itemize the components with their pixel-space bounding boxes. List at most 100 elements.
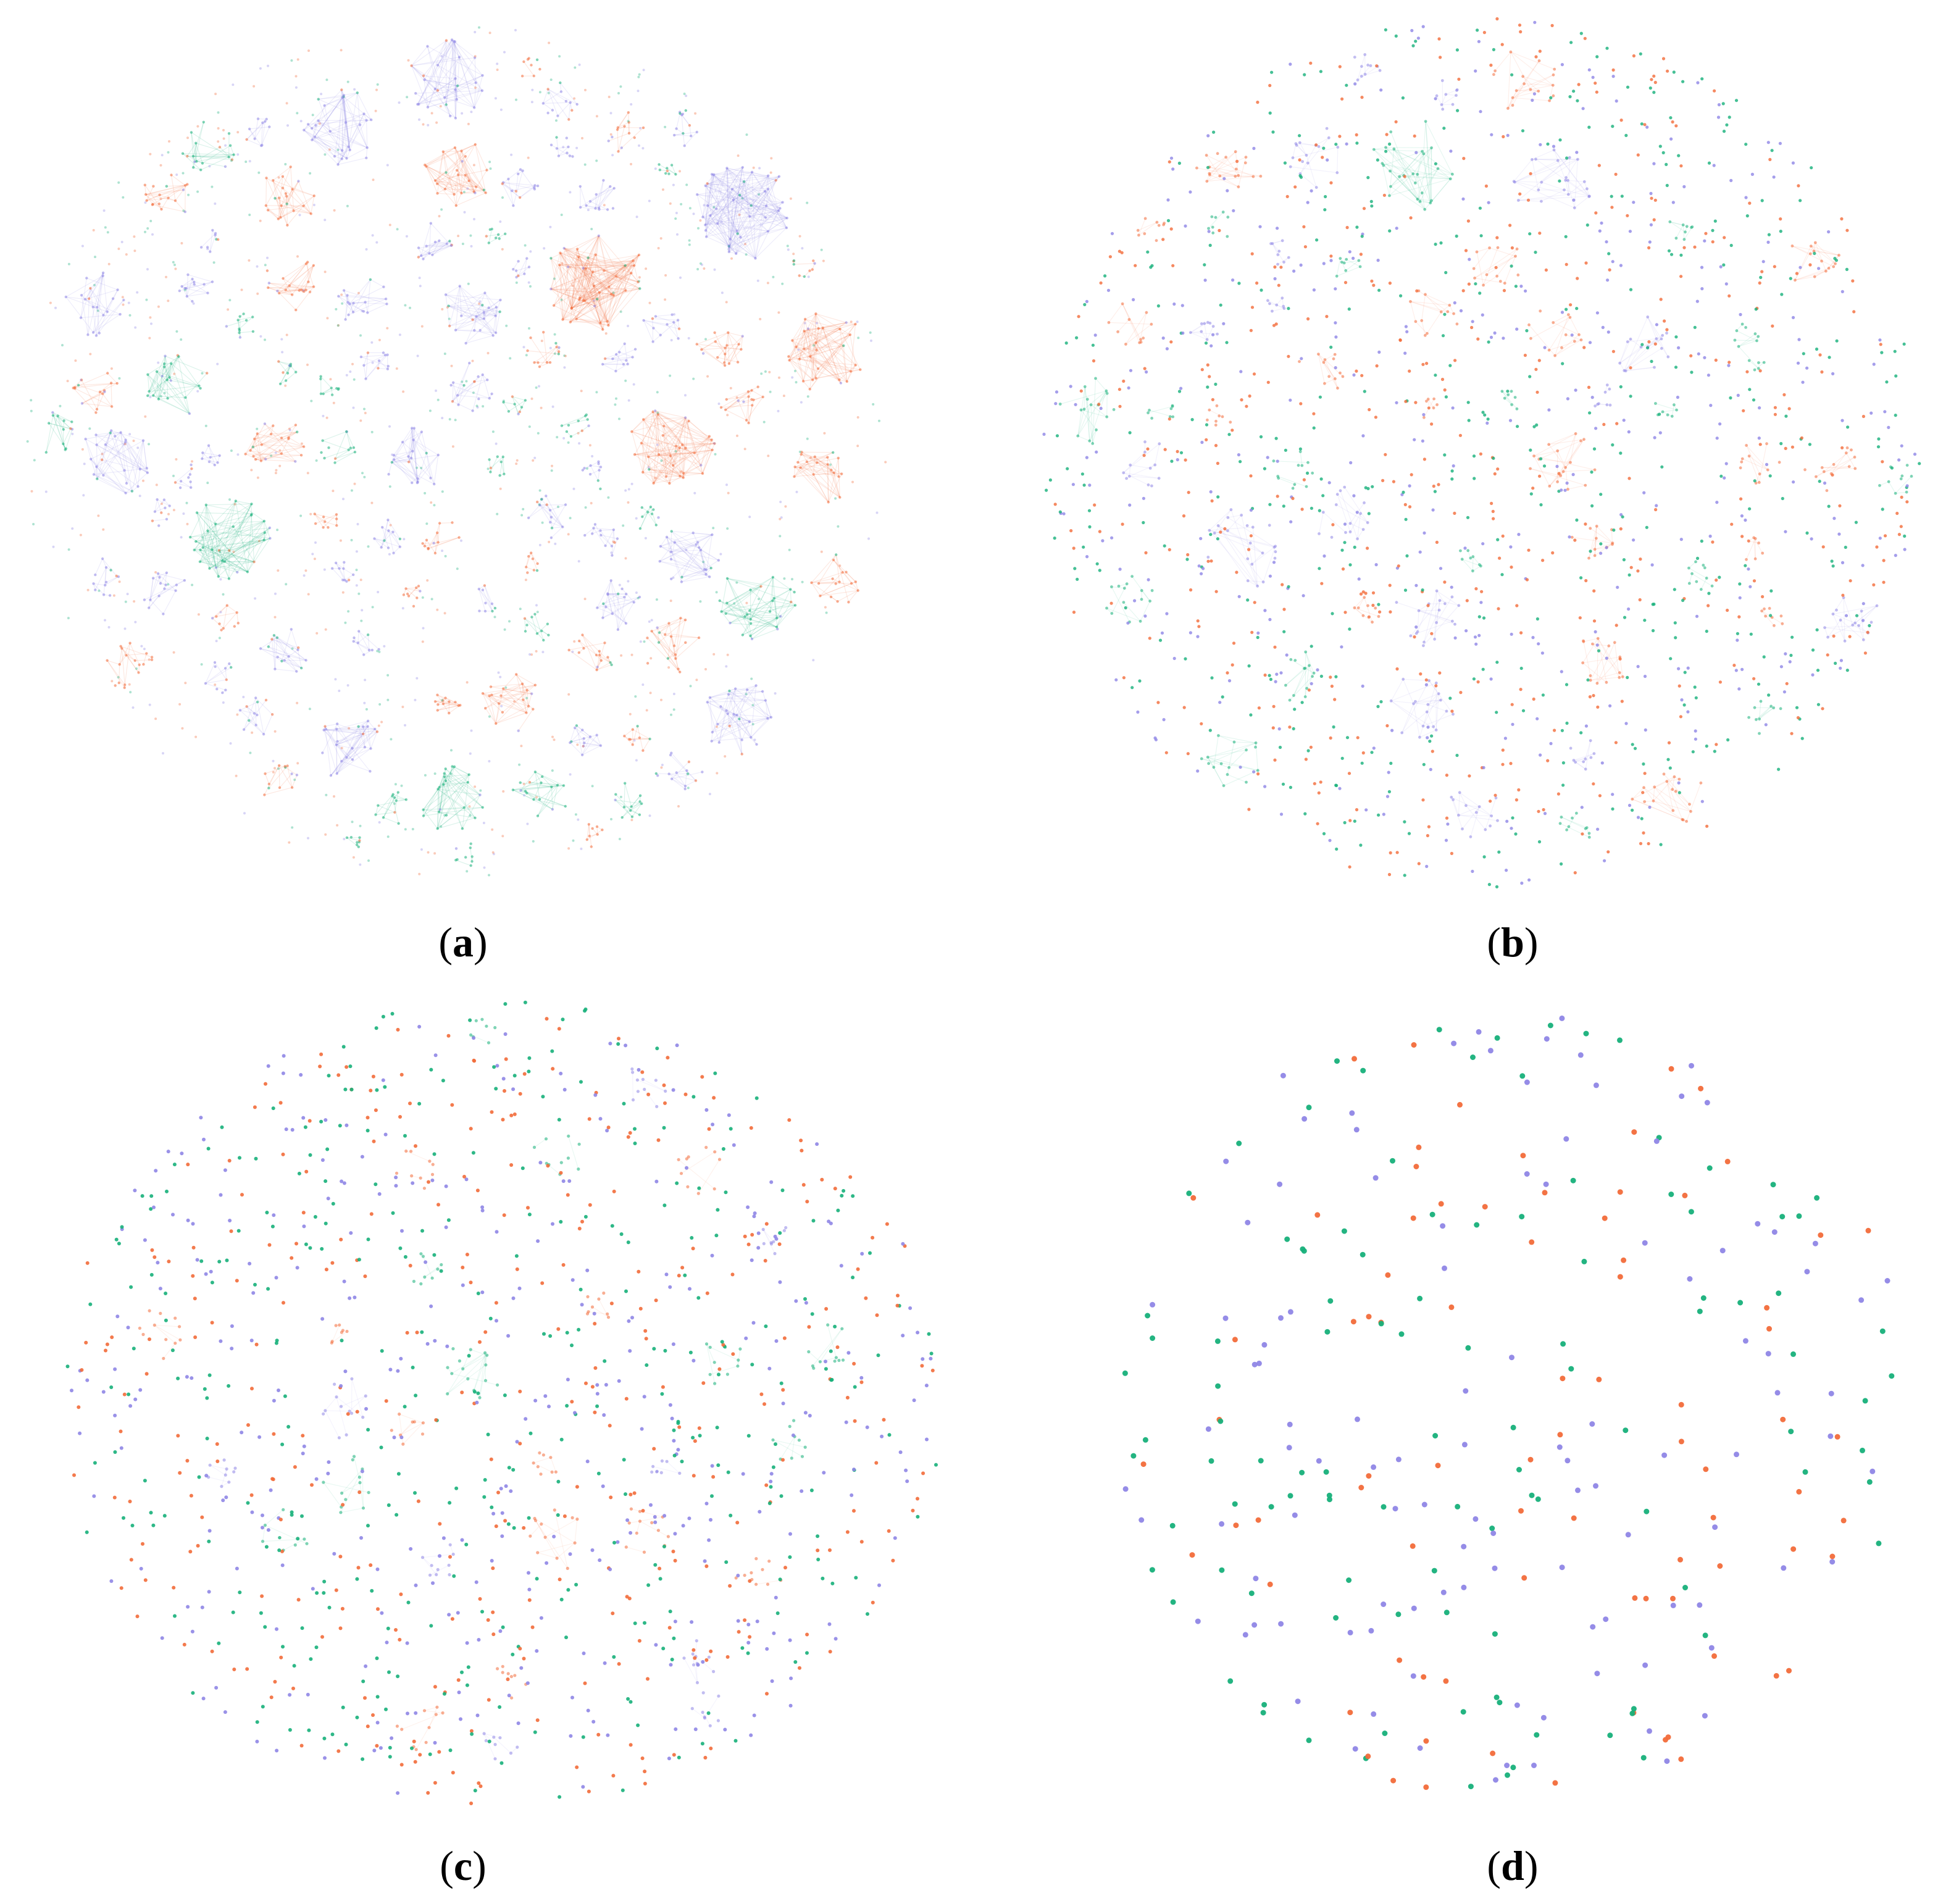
graph-node	[1563, 488, 1567, 492]
node-cluster	[642, 313, 681, 343]
graph-node	[1327, 481, 1331, 485]
graph-node	[641, 470, 645, 474]
graph-node	[1121, 522, 1124, 526]
graph-node	[1247, 548, 1251, 551]
graph-node	[440, 55, 443, 57]
graph-node	[441, 699, 444, 702]
graph-node	[1580, 806, 1584, 809]
graph-node	[1408, 505, 1412, 509]
graph-node	[303, 1537, 306, 1541]
graph-node	[228, 549, 231, 552]
graph-node	[1754, 307, 1758, 311]
graph-node	[1343, 541, 1347, 545]
graph-node	[362, 364, 366, 367]
graph-node	[750, 204, 753, 207]
graph-node	[706, 701, 709, 704]
graph-node	[593, 304, 596, 307]
graph-node	[822, 259, 825, 262]
graph-node	[370, 648, 374, 652]
graph-node	[1357, 577, 1361, 581]
node-cluster	[204, 661, 233, 695]
graph-node	[103, 390, 106, 393]
graph-node	[462, 384, 466, 387]
graph-node	[637, 1067, 641, 1072]
graph-node	[1360, 96, 1364, 99]
graph-node	[1143, 440, 1147, 444]
graph-node	[1539, 143, 1542, 146]
graph-node	[696, 268, 700, 270]
graph-node	[572, 487, 575, 490]
graph-node	[102, 314, 105, 317]
graph-node	[577, 419, 580, 422]
graph-node	[496, 1667, 499, 1671]
graph-node	[561, 262, 564, 265]
graph-node	[1599, 542, 1603, 546]
graph-node	[44, 451, 48, 454]
graph-node	[499, 675, 502, 679]
graph-node	[1595, 643, 1599, 647]
graph-node	[1899, 477, 1903, 480]
graph-node	[1695, 580, 1698, 583]
graph-node	[1640, 817, 1644, 820]
graph-node	[1345, 225, 1349, 230]
graph-node	[738, 717, 741, 720]
graph-node	[1245, 780, 1248, 784]
graph-node	[1230, 663, 1234, 667]
node-cluster	[560, 413, 590, 438]
graph-node	[1526, 198, 1531, 202]
graph-node	[88, 297, 91, 300]
graph-node	[250, 503, 253, 506]
graph-node	[290, 59, 293, 62]
graph-node	[681, 112, 685, 115]
graph-node	[469, 234, 472, 237]
graph-node	[1435, 621, 1438, 624]
graph-node	[1434, 729, 1438, 732]
graph-node	[676, 233, 679, 236]
graph-node	[1221, 695, 1224, 699]
graph-node	[1619, 119, 1623, 122]
graph-node	[377, 591, 380, 593]
graph-node	[1694, 737, 1697, 741]
graph-node	[1414, 632, 1418, 635]
graph-node	[666, 323, 669, 326]
graph-node	[528, 780, 532, 784]
graph-node	[1681, 223, 1685, 227]
graph-node	[503, 1519, 508, 1523]
graph-node	[1445, 816, 1449, 820]
graph-node	[657, 247, 660, 249]
graph-node	[409, 306, 411, 309]
graph-node	[660, 1459, 664, 1463]
graph-node	[1510, 390, 1513, 393]
graph-node	[1572, 759, 1576, 762]
graph-node	[1377, 615, 1381, 618]
graph-node	[236, 319, 240, 322]
graph-node	[138, 663, 141, 667]
graph-node	[1863, 651, 1867, 655]
graph-node	[133, 235, 136, 238]
graph-node	[627, 325, 629, 327]
graph-node	[1740, 514, 1744, 518]
graph-node	[1589, 549, 1592, 553]
graph-node	[1813, 275, 1816, 278]
graph-node	[1740, 460, 1744, 464]
graph-node	[1403, 503, 1407, 507]
graph-node	[358, 839, 361, 842]
graph-node	[1414, 151, 1418, 154]
graph-node	[520, 1166, 525, 1171]
graph-node	[1569, 303, 1573, 307]
graph-node	[1457, 814, 1460, 817]
graph-node	[378, 821, 381, 824]
node-cluster	[1318, 485, 1369, 541]
graph-node	[230, 159, 233, 162]
graph-node	[934, 1463, 938, 1467]
graph-node	[1305, 687, 1308, 690]
graph-node	[1646, 315, 1650, 319]
graph-node	[1375, 64, 1379, 68]
graph-node	[94, 411, 98, 414]
graph-node	[1195, 166, 1198, 170]
graph-node	[443, 96, 446, 99]
graph-node	[678, 446, 681, 449]
graph-node	[307, 837, 309, 840]
graph-node	[1256, 769, 1260, 772]
graph-node	[477, 397, 480, 401]
